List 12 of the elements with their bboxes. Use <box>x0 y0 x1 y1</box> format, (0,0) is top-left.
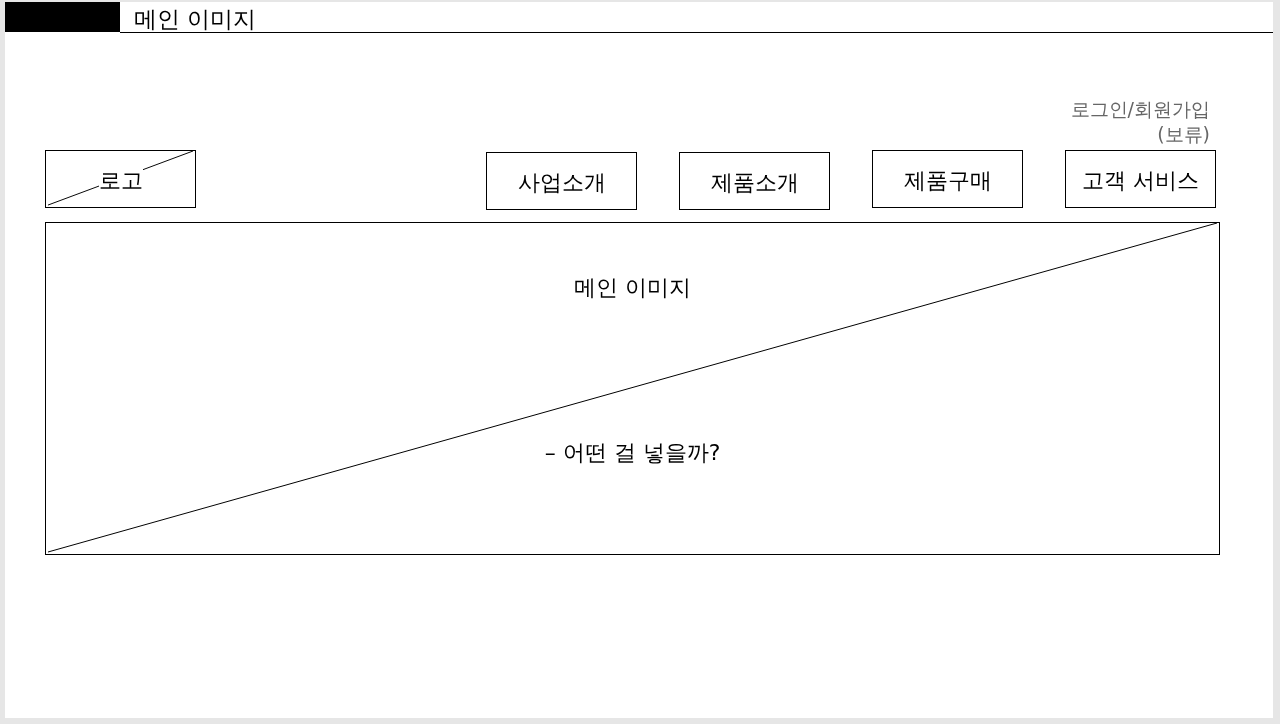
menu-box <box>486 152 637 210</box>
node-label: 제품소개 <box>710 169 799 197</box>
menu-box <box>679 152 830 210</box>
node-label: 고객 서비스 <box>1082 167 1199 195</box>
placeholder-title: 메인 이미지 <box>574 274 691 302</box>
placeholder-note: – 어떤 걸 넣을까? <box>544 439 721 467</box>
menu-box <box>1065 150 1216 208</box>
menu-box <box>872 150 1023 208</box>
page-title: 메인 이미지 <box>134 5 257 34</box>
node-label: 사업소개 <box>517 169 606 197</box>
note-text: 로그인/회원가입 (보류) <box>1069 97 1210 147</box>
node-label: 제품구매 <box>903 167 992 195</box>
